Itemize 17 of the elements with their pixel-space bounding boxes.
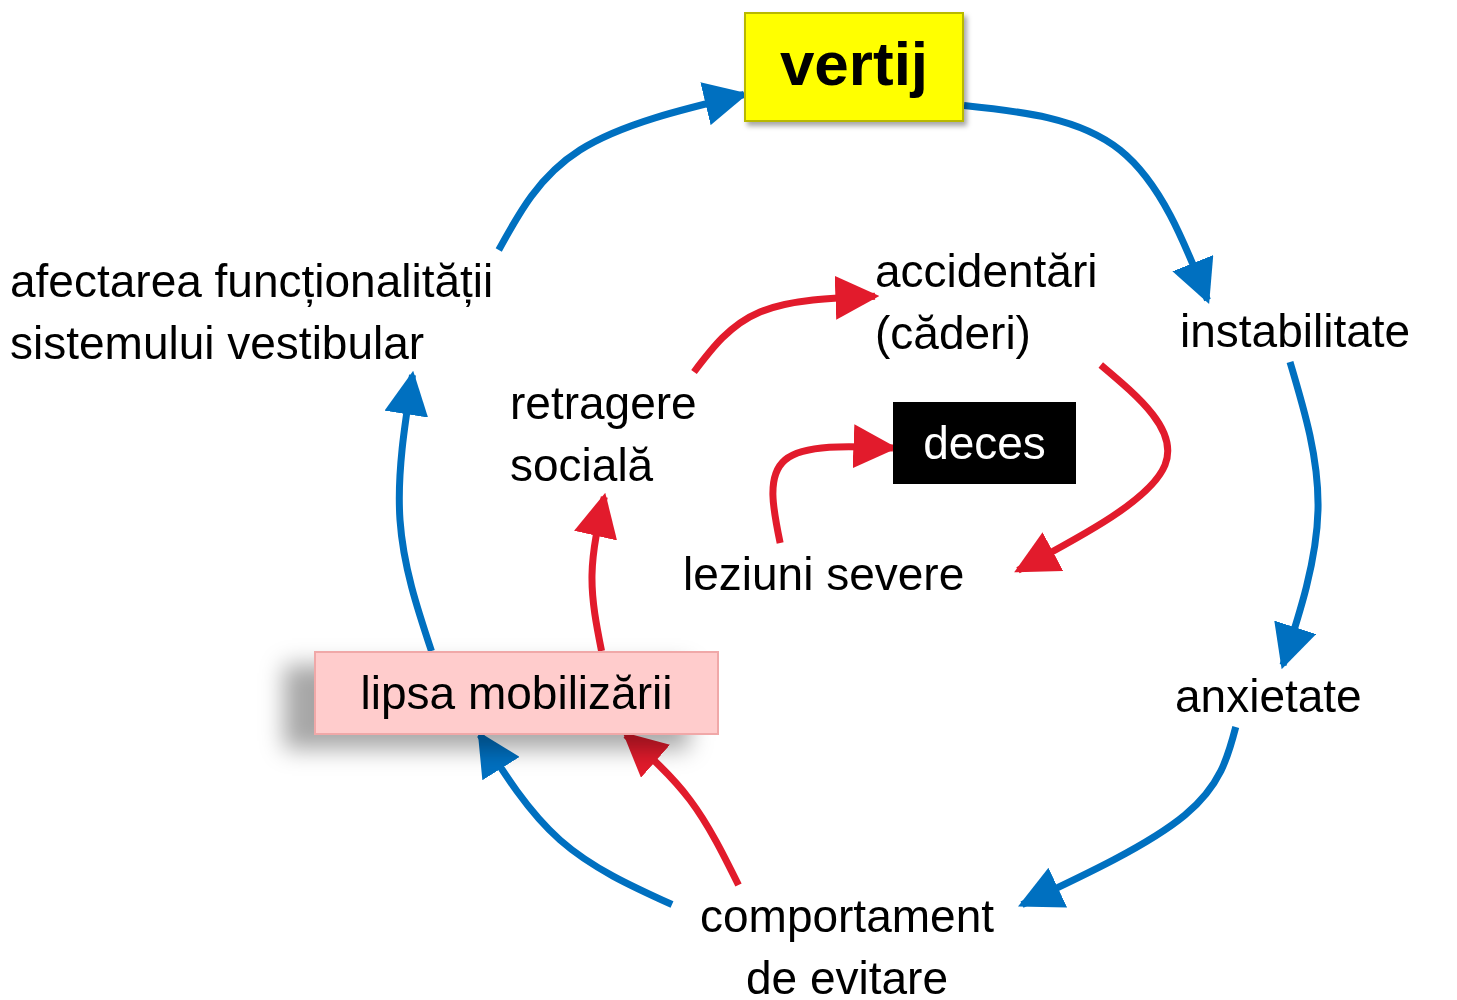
node-text: accidentări (căderi) [875,244,1099,361]
arrow [1014,362,1172,574]
arrow [963,102,1214,305]
node-text: anxietate [1175,669,1363,724]
process-box: lipsa mobilizării [314,651,719,735]
node-text: comportament de evitare [699,889,995,1000]
node-text: afectarea funcționalității sistemului vestibular [10,254,495,371]
arrow [384,370,435,653]
node-text: instabilitate [1180,304,1412,359]
arrow [1274,361,1322,670]
arrow [691,275,880,375]
node-text: leziuni severe [683,547,966,602]
highlight-box: vertij [744,12,964,122]
outcome-box: deces [893,402,1076,484]
arrow [1018,726,1240,908]
arrow [574,492,618,652]
node-text: retragere socială [510,376,698,493]
